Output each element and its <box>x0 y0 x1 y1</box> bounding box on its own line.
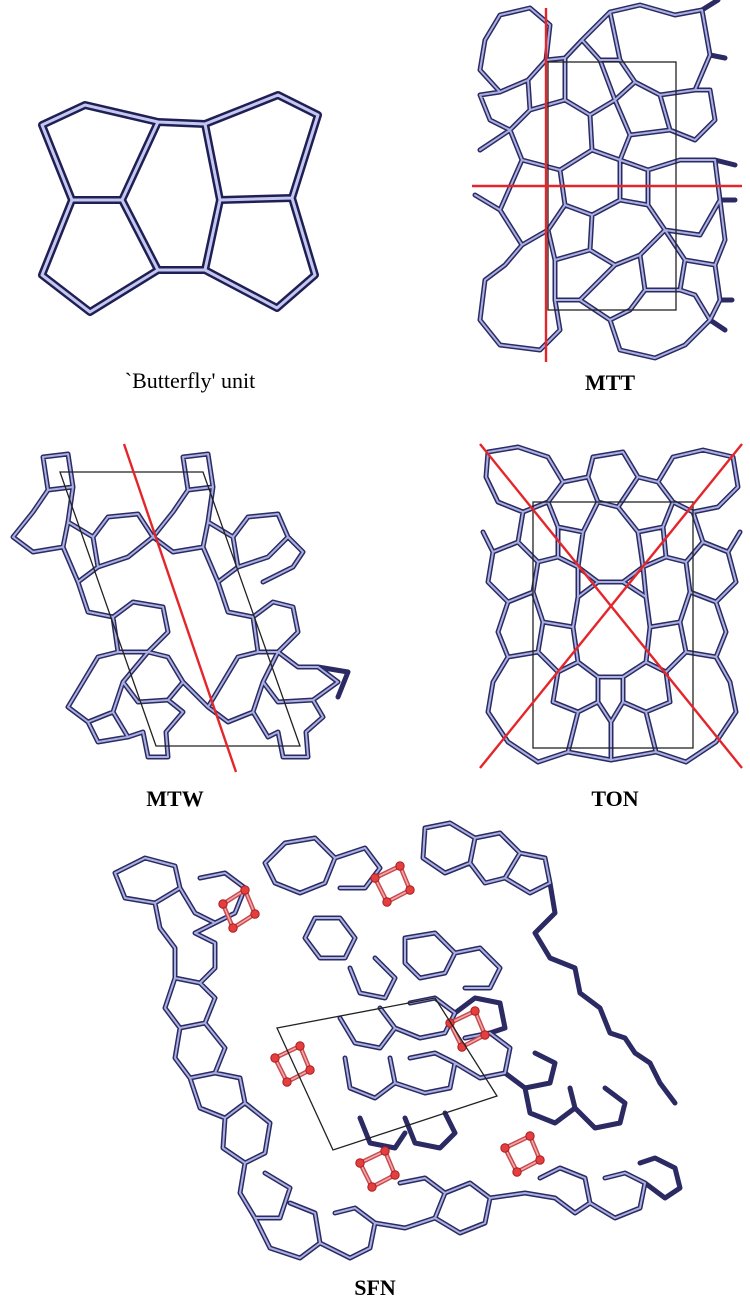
sfn-link-atom <box>500 1143 510 1153</box>
mtt-caption: MTT <box>584 370 636 395</box>
sfn-framework <box>112 820 683 1261</box>
sfn-link-atom <box>457 1042 467 1052</box>
butterfly-unit-diagram <box>38 91 322 316</box>
sfn-link-atom <box>470 1006 480 1016</box>
sfn-unit-cell <box>276 997 498 1151</box>
sfn-link-atom <box>380 1146 390 1156</box>
sfn-link-atom <box>250 909 260 919</box>
mtw-framework <box>10 451 351 760</box>
butterfly-framework <box>38 91 322 316</box>
mtt-framework-diagram <box>472 0 742 362</box>
ton-unit-cell <box>532 501 694 749</box>
ton-panel <box>478 442 746 772</box>
sfn-link-atom <box>370 873 380 883</box>
sfn-link-atom <box>395 861 405 871</box>
mtw-mirror-line <box>122 443 238 773</box>
sfn-link-atom <box>525 1131 535 1141</box>
sfn-link-atom <box>295 1041 305 1051</box>
sfn-link-atom <box>282 1077 292 1087</box>
sfn-link-atom <box>382 897 392 907</box>
sfn-link-atom <box>228 923 238 933</box>
sfn-link-atom <box>512 1167 522 1177</box>
sfn-link-atom <box>390 1170 400 1180</box>
sfn-red-links <box>220 862 543 1191</box>
sfn-caption: SFN <box>354 1275 396 1300</box>
ton-mirror-line-b <box>479 443 743 769</box>
mtt-framework <box>472 0 738 361</box>
mtw-framework-diagram <box>10 443 351 773</box>
mtw-caption: MTW <box>146 786 204 811</box>
sfn-panel <box>105 818 685 1273</box>
sfn-link-atom <box>367 1182 377 1192</box>
sfn-link-atom <box>480 1030 490 1040</box>
ton-caption: TON <box>591 786 639 811</box>
sfn-link-atom <box>535 1155 545 1165</box>
ton-framework-diagram <box>479 443 743 769</box>
mtw-panel <box>8 442 353 774</box>
sfn-link-atom <box>240 885 250 895</box>
butterfly-caption: `Butterfly' unit <box>124 368 256 393</box>
sfn-framework-diagram <box>112 820 683 1261</box>
mtt-panel <box>470 0 745 370</box>
mtw-unit-cell <box>59 471 301 747</box>
sfn-link-atoms <box>218 861 545 1192</box>
butterfly-panel <box>30 80 330 320</box>
sfn-link-atom <box>218 899 228 909</box>
sfn-link-atom <box>405 885 415 895</box>
sfn-link-atom <box>355 1158 365 1168</box>
sfn-link-atom <box>270 1053 280 1063</box>
sfn-link-atom <box>305 1065 315 1075</box>
